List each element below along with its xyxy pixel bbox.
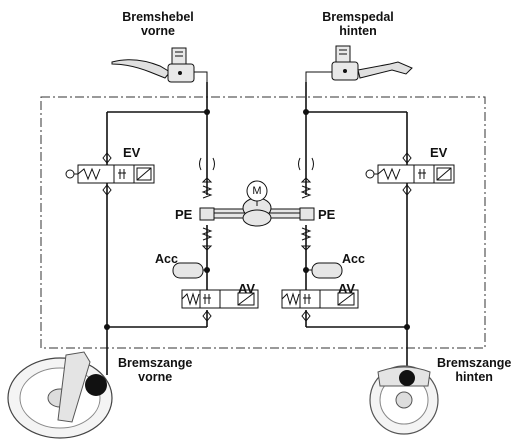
inlet-valve-ev-rear bbox=[365, 152, 455, 196]
av-rear-label: AV bbox=[338, 281, 356, 296]
brake-lever-front-icon bbox=[111, 47, 208, 83]
pump-motor bbox=[213, 180, 301, 227]
restrictor-rear bbox=[298, 157, 314, 171]
pe-front-label: PE bbox=[175, 207, 193, 222]
caliper-rear-label: Bremszange hinten bbox=[437, 356, 511, 384]
front-brake-circuit bbox=[65, 82, 259, 375]
accumulator-rear bbox=[311, 262, 343, 279]
caliper-rear bbox=[399, 370, 415, 386]
pump-element-pe-front bbox=[199, 207, 215, 221]
rear-brake-circuit bbox=[281, 82, 455, 375]
module-boundary bbox=[40, 96, 486, 349]
brake-pedal-rear-label-line2: hinten bbox=[339, 24, 377, 38]
av-front-label: AV bbox=[238, 281, 256, 296]
junction-node bbox=[303, 109, 309, 115]
caliper-front bbox=[85, 374, 107, 396]
pump-element-pe-rear bbox=[299, 207, 315, 221]
brake-pedal-rear-icon bbox=[305, 45, 413, 82]
caliper-rear-label-line1: Bremszange bbox=[437, 356, 512, 370]
junction-node bbox=[104, 324, 110, 330]
pe-rear-label: PE bbox=[318, 207, 336, 222]
rear-wheel-caliper-icon bbox=[369, 365, 439, 435]
caliper-front-label-line2: vorne bbox=[138, 370, 173, 384]
inlet-valve-ev-front bbox=[65, 152, 155, 196]
motor-label: M bbox=[252, 185, 262, 197]
outlet-valve-av-front bbox=[181, 289, 259, 322]
ev-front-label: EV bbox=[123, 145, 141, 160]
acc-front-label: Acc bbox=[155, 252, 178, 266]
caliper-front-label: Bremszange vorne bbox=[118, 356, 192, 384]
acc-rear-label: Acc bbox=[342, 252, 365, 266]
outlet-valve-av-rear bbox=[281, 289, 359, 322]
brake-pedal-rear-label: Bremspedal hinten bbox=[316, 10, 400, 38]
brake-lever-front-label-line1: Bremshebel bbox=[122, 10, 194, 24]
restrictor-front bbox=[199, 157, 215, 171]
brake-lever-front-label: Bremshebel vorne bbox=[116, 10, 200, 38]
junction-node bbox=[204, 109, 210, 115]
caliper-rear-label-line2: hinten bbox=[455, 370, 493, 384]
caliper-front-label-line1: Bremszange bbox=[118, 356, 193, 370]
brake-lever-front-label-line2: vorne bbox=[140, 24, 176, 38]
brake-pedal-rear-label-line1: Bremspedal bbox=[322, 10, 394, 24]
junction-node bbox=[404, 324, 410, 330]
front-wheel-caliper-icon bbox=[7, 351, 113, 439]
ev-rear-label: EV bbox=[430, 145, 448, 160]
